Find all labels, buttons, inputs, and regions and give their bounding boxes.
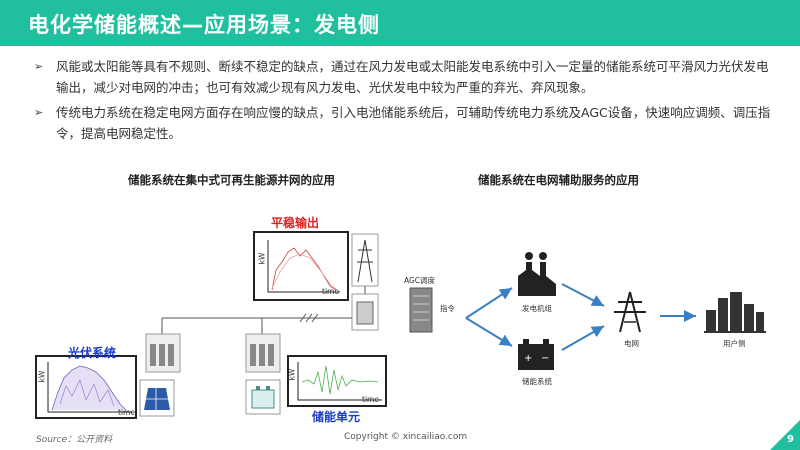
storage-system-label: 储能系统 [522,377,552,386]
right-diagram-title: 储能系统在电网辅助服务的应用 [478,173,639,187]
header-bar: 电化学储能概述—应用场景：发电侧 [0,0,800,46]
command-label: 指令 [440,304,455,313]
time-axis-label: time [322,287,339,296]
break-mark [299,313,307,323]
pv-output-chart [35,355,137,419]
solar-panel-icon [139,379,175,417]
svg-text:−: − [541,353,549,364]
kw-axis-label: kW [257,252,267,265]
page-number: 9 [787,434,794,445]
pv-system-label: 光伏系统 [68,346,117,360]
svg-text:+: + [524,353,532,364]
chevron-right-icon: ➢ [34,106,44,119]
flow-arrow [465,317,513,347]
inverter-cabinet-icon [145,333,181,373]
smooth-output-chart [253,231,349,301]
bullet-item: ➢ 风能或太阳能等具有不规则、断续不稳定的缺点，通过在风力发电或太阳能发电系统中… [34,56,774,98]
inverter-cabinet-icon [245,333,281,373]
time-axis-label: time [362,395,379,404]
copyright-note: Copyright © xincailiao.com [344,432,468,442]
flow-arrow [561,325,605,351]
kw-axis-label: kW [287,368,297,381]
chevron-right-icon: ➢ [34,60,44,73]
user-side-label: 用户侧 [723,339,746,348]
break-mark [305,313,313,323]
bullet-text: 传统电力系统在稳定电网方面存在响应慢的缺点，引入电池储能系统后，可辅助传统电力系… [56,105,771,141]
bullet-list: ➢ 风能或太阳能等具有不规则、断续不稳定的缺点，通过在风力发电或太阳能发电系统中… [34,56,774,148]
transformer-icon [351,293,379,331]
grid-label: 电网 [624,339,639,348]
bullet-text: 风能或太阳能等具有不规则、断续不稳定的缺点，通过在风力发电或太阳能发电系统中引入… [56,59,769,95]
grid-tower-icon [614,291,646,333]
smooth-output-label: 平稳输出 [271,216,320,230]
battery-icon [245,379,281,415]
storage-output-chart [287,355,387,407]
power-plant-icon [518,252,556,296]
break-mark [311,313,319,323]
page-title: 电化学储能概述—应用场景：发电侧 [28,13,380,37]
generator-label: 发电机组 [522,304,552,313]
bullet-item: ➢ 传统电力系统在稳定电网方面存在响应慢的缺点，引入电池储能系统后，可辅助传统电… [34,102,774,144]
city-buildings-icon [704,292,766,333]
agc-server-icon [409,287,433,333]
flow-arrow [561,283,605,307]
flow-arrow [465,287,513,319]
kw-axis-label: kW [37,370,47,383]
agc-label: AGC调度 [404,276,436,285]
battery-storage-icon: + − [518,339,554,370]
source-note: Source：公开资料 [36,435,113,445]
left-diagram-title: 储能系统在集中式可再生能源并网的应用 [128,173,335,187]
transmission-tower-icon [351,233,379,287]
time-axis-label: time [118,408,135,417]
storage-unit-label: 储能单元 [312,410,361,424]
